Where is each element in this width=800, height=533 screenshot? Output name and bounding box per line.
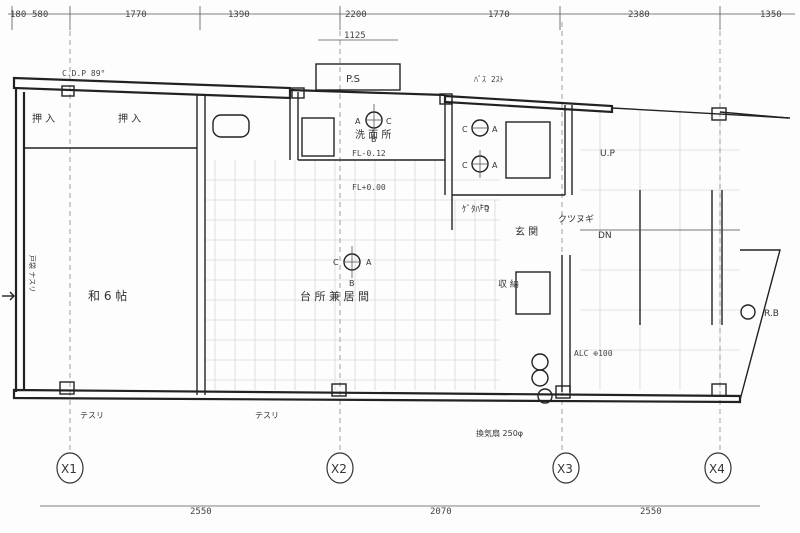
stair-up-label: U.P: [600, 149, 615, 159]
light3-c: C: [462, 125, 468, 134]
handrail-right: テスリ: [255, 411, 279, 420]
rb-symbol: [740, 304, 756, 320]
light1-c: C: [386, 117, 392, 126]
light4-c: C: [462, 161, 468, 170]
axis-marker-x3: [552, 452, 580, 484]
ceiling-light-3: [471, 119, 489, 137]
ceiling-light-2: [343, 246, 361, 278]
light2-c: C: [333, 258, 339, 267]
closet-left-label: 押 入: [32, 112, 55, 125]
washroom-label: 洗 面 所: [355, 129, 391, 141]
top-dim-6: 1770: [488, 10, 510, 20]
ceiling-light-4: [471, 150, 489, 178]
fd-label: FD: [480, 204, 489, 212]
axis-x4-label: X4: [709, 462, 725, 476]
top-dim-8: 1350: [760, 10, 782, 20]
column-ticks: [59, 85, 727, 399]
alc-label: ALC ⊕100: [574, 349, 613, 358]
bottom-dim-3: 2550: [640, 507, 662, 517]
floor-level-012: FL-0.12: [352, 149, 386, 158]
washbasin: [212, 114, 250, 138]
light1-b: B: [371, 135, 377, 144]
top-dim-5: 2200: [345, 10, 367, 20]
top-dim-7: 2380: [628, 10, 650, 20]
side-note: 戸袋 ナスリ: [28, 255, 37, 292]
axis-marker-x4: [704, 452, 732, 484]
axis-marker-x2: [326, 452, 354, 484]
bottom-dim-2: 2070: [430, 507, 452, 517]
entrance-label: 玄 関: [515, 225, 538, 238]
top-dim-4: 1390: [228, 10, 250, 20]
top-dim-3: 1770: [125, 10, 147, 20]
ceiling-light-1: [365, 104, 383, 136]
axis-x1-label: X1: [61, 462, 77, 476]
axis-x3-label: X3: [557, 462, 573, 476]
handrail-left: テスリ: [80, 411, 104, 420]
water-heater-2: [531, 369, 549, 387]
top-dim-2: 580: [32, 10, 48, 20]
light1-a: A: [355, 117, 361, 126]
bathtub: [505, 121, 551, 179]
toilet-area: [301, 117, 335, 157]
entry-arrow: [2, 291, 15, 301]
top-dim-1: 180: [10, 10, 26, 20]
water-heater-1: [531, 353, 549, 371]
shoe-removal-label: クツヌギ: [558, 214, 594, 225]
vent-fan-label: 換気扇 250φ: [476, 428, 523, 438]
axis-x2-label: X2: [331, 462, 347, 476]
pipe-shaft-box: [315, 63, 401, 91]
vent-fan-symbol: [537, 388, 553, 404]
japanese-room-label: 和 6 帖: [88, 288, 127, 303]
interior-walls: [24, 90, 573, 395]
stair-down-label: DN: [598, 231, 612, 241]
floor-tile-grid: [205, 160, 500, 390]
ps-label: P.S: [346, 74, 360, 85]
cdp-label: C.D.P 89°: [62, 69, 105, 78]
shoe-cabinet-label: ｹﾞﾀﾊﾞｺ: [462, 204, 489, 215]
storage-label: 収 納: [498, 278, 519, 290]
rb-label: R.B: [764, 309, 779, 319]
light2-b: B: [349, 279, 355, 288]
light2-a: A: [366, 258, 372, 267]
dim-1125: 1125: [344, 31, 366, 41]
kitchen-living-label: 台 所 兼 居 間: [300, 289, 369, 303]
floor-level-000: FL+0.00: [352, 183, 386, 192]
storage-cabinet: [515, 271, 551, 315]
staircase: [580, 190, 740, 325]
axis-marker-x1: [56, 452, 84, 484]
bottom-dim-1: 2550: [190, 507, 212, 517]
bath-spec-label: ﾊﾞｽ 2ｽﾄ: [474, 75, 504, 84]
light4-a: A: [492, 161, 498, 170]
closet-right-label: 押 入: [118, 112, 141, 125]
light3-a: A: [492, 125, 498, 134]
